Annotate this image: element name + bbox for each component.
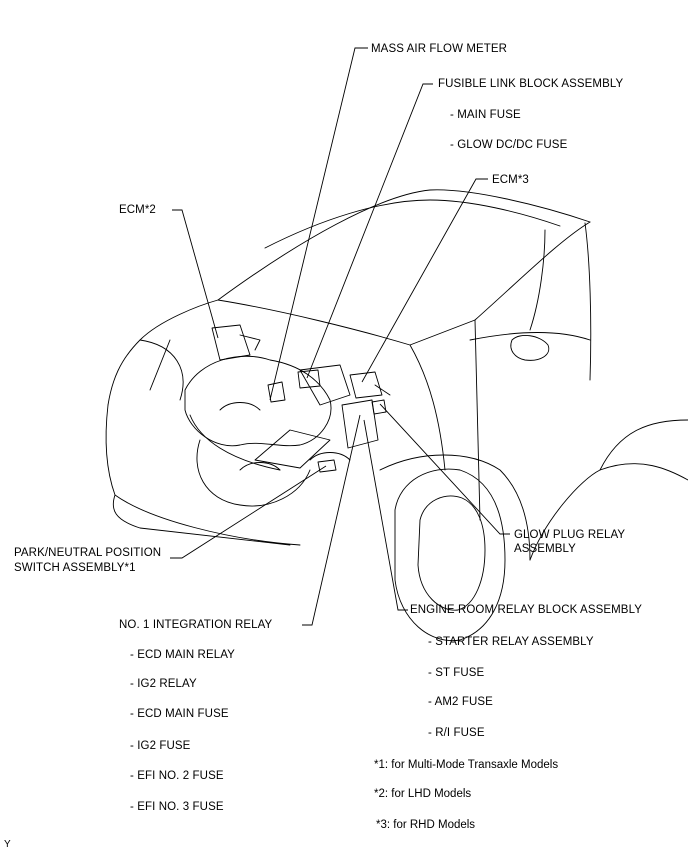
label-ecd-main-relay: - ECD MAIN RELAY — [130, 649, 235, 661]
maf-component — [267, 381, 286, 403]
leader-park-neutral — [170, 465, 327, 559]
label-am2-fuse: - AM2 FUSE — [428, 696, 493, 708]
label-no1-integration-relay: NO. 1 INTEGRATION RELAY — [119, 619, 273, 631]
leader-glow-plug — [379, 403, 510, 535]
label-glow-plug-line2: ASSEMBLY — [514, 543, 576, 555]
ecm-rhd-box — [349, 371, 383, 399]
leader-fusible-link — [306, 83, 433, 379]
leader-maf — [269, 47, 368, 401]
front-wheel — [394, 468, 506, 642]
engine-outline — [184, 355, 332, 447]
leader-no1-integration — [302, 414, 361, 626]
label-glow-dcdc-fuse: - GLOW DC/DC FUSE — [450, 139, 568, 151]
label-ecm2: ECM*2 — [119, 204, 156, 216]
leader-ecm2 — [172, 209, 219, 339]
leader-engine-room-relay — [363, 419, 408, 611]
label-efi-no3-fuse: - EFI NO. 3 FUSE — [130, 801, 224, 813]
leader-ecm3 — [361, 178, 488, 383]
label-park-neutral-line1: PARK/NEUTRAL POSITION — [14, 547, 162, 559]
note-rhd: *3: for RHD Models — [376, 819, 476, 831]
label-glow-plug-line1: GLOW PLUG RELAY — [514, 529, 626, 541]
label-engine-room-relay-block: ENGINE ROOM RELAY BLOCK ASSEMBLY — [410, 604, 642, 616]
label-ri-fuse: - R/I FUSE — [428, 727, 485, 739]
front-fender — [379, 454, 531, 561]
label-ig2-fuse: - IG2 FUSE — [130, 740, 191, 752]
car-windshield-outline — [217, 221, 591, 346]
note-lhd: *2: for LHD Models — [374, 788, 472, 800]
relay-block-component — [341, 399, 379, 449]
car-roof-outline — [217, 189, 591, 301]
fusible-link-component — [297, 369, 321, 389]
label-fusible-link-block: FUSIBLE LINK BLOCK ASSEMBLY — [438, 78, 624, 90]
label-ecm3: ECM*3 — [492, 174, 529, 186]
label-starter-relay: - STARTER RELAY ASSEMBLY — [428, 636, 594, 648]
label-park-neutral-line2: SWITCH ASSEMBLY*1 — [14, 562, 136, 574]
glow-plug-relay-component — [371, 399, 387, 415]
label-main-fuse: - MAIN FUSE — [450, 109, 521, 121]
corner-code: Y — [4, 839, 11, 850]
park-switch-component — [317, 459, 337, 473]
ecm-lhd-box — [211, 324, 251, 361]
hood-outline — [107, 299, 219, 406]
label-st-fuse: - ST FUSE — [428, 667, 485, 679]
label-ecd-main-fuse: - ECD MAIN FUSE — [130, 708, 229, 720]
label-mass-air-flow-meter: MASS AIR FLOW METER — [371, 43, 508, 55]
side-mirror — [510, 334, 550, 361]
label-ig2-relay: - IG2 RELAY — [130, 678, 197, 690]
note-multimode: *1: for Multi-Mode Transaxle Models — [374, 759, 559, 771]
label-efi-no2-fuse: - EFI NO. 2 FUSE — [130, 770, 224, 782]
front-bumper — [112, 494, 291, 546]
